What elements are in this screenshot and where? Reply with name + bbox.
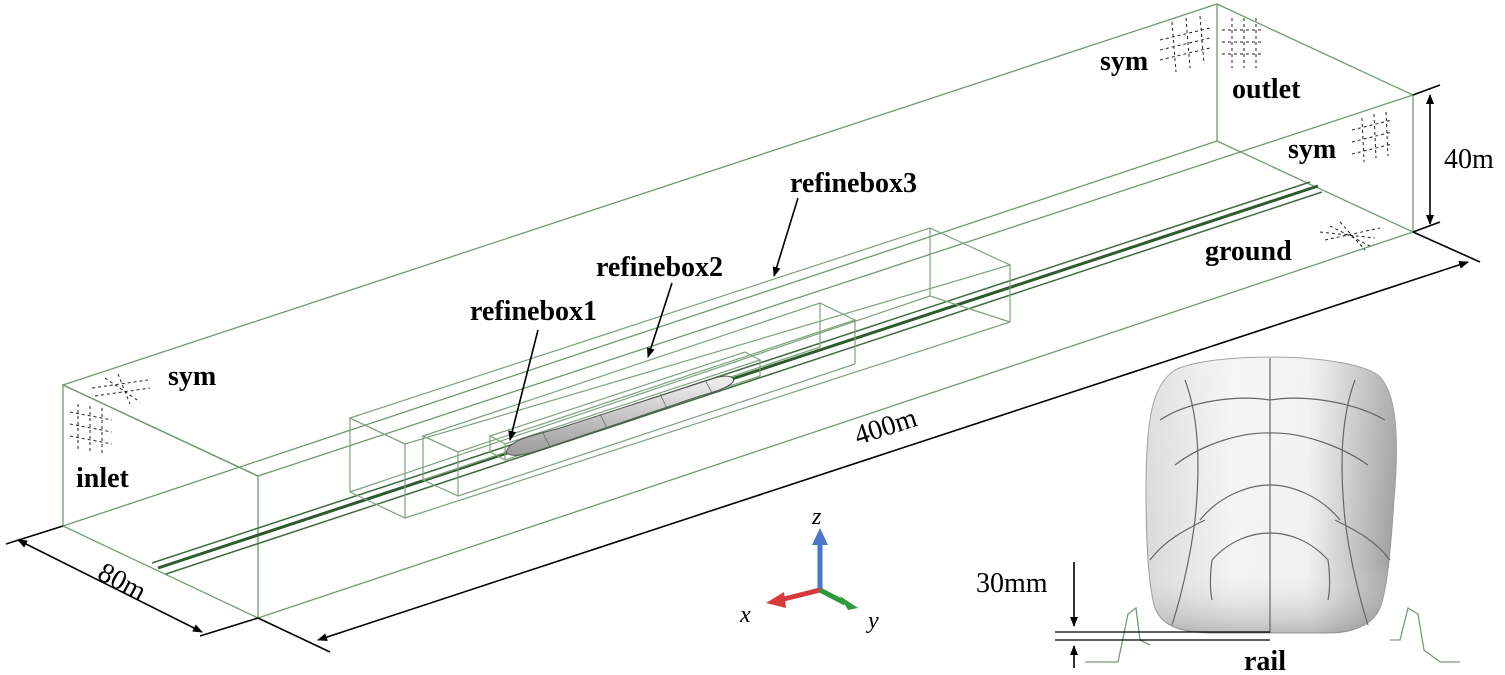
label-outlet: outlet — [1232, 74, 1301, 105]
sym-marker-top — [1159, 15, 1211, 73]
sym-marker-outlet — [1222, 18, 1262, 68]
sym-marker-right — [1351, 111, 1393, 163]
width-dimension — [5, 525, 259, 637]
label-inlet: inlet — [76, 463, 130, 494]
sym-marker-ground — [1319, 221, 1381, 251]
label-axis-y: y — [866, 608, 879, 634]
rail-profile — [1055, 606, 1460, 663]
label-ground: ground — [1205, 236, 1292, 267]
label-sym-top: sym — [1100, 46, 1148, 77]
refinebox2-leader — [646, 282, 673, 358]
sym-marker-inlet — [69, 404, 113, 454]
sym-marker-left-top — [91, 373, 151, 405]
label-sym-left: sym — [168, 361, 216, 392]
label-height-dim: 40m — [1444, 144, 1494, 175]
label-length-dim: 400m — [851, 402, 921, 451]
refinebox3-leader — [772, 197, 799, 277]
refinebox1-leader — [508, 329, 539, 441]
label-refinebox1: refinebox1 — [470, 296, 597, 327]
axis-triad — [766, 528, 858, 610]
label-axis-x: x — [739, 602, 751, 628]
label-refinebox2: refinebox2 — [596, 252, 723, 283]
label-axis-z: z — [811, 504, 822, 530]
label-width-dim: 80m — [93, 557, 152, 608]
length-dimension — [257, 231, 1481, 653]
label-sym-right: sym — [1288, 134, 1336, 165]
height-dimension — [1412, 84, 1441, 233]
label-gap-dim: 30mm — [976, 568, 1048, 599]
label-rail: rail — [1244, 646, 1286, 675]
label-refinebox3: refinebox3 — [790, 168, 917, 199]
train-cross-section — [1145, 356, 1397, 634]
